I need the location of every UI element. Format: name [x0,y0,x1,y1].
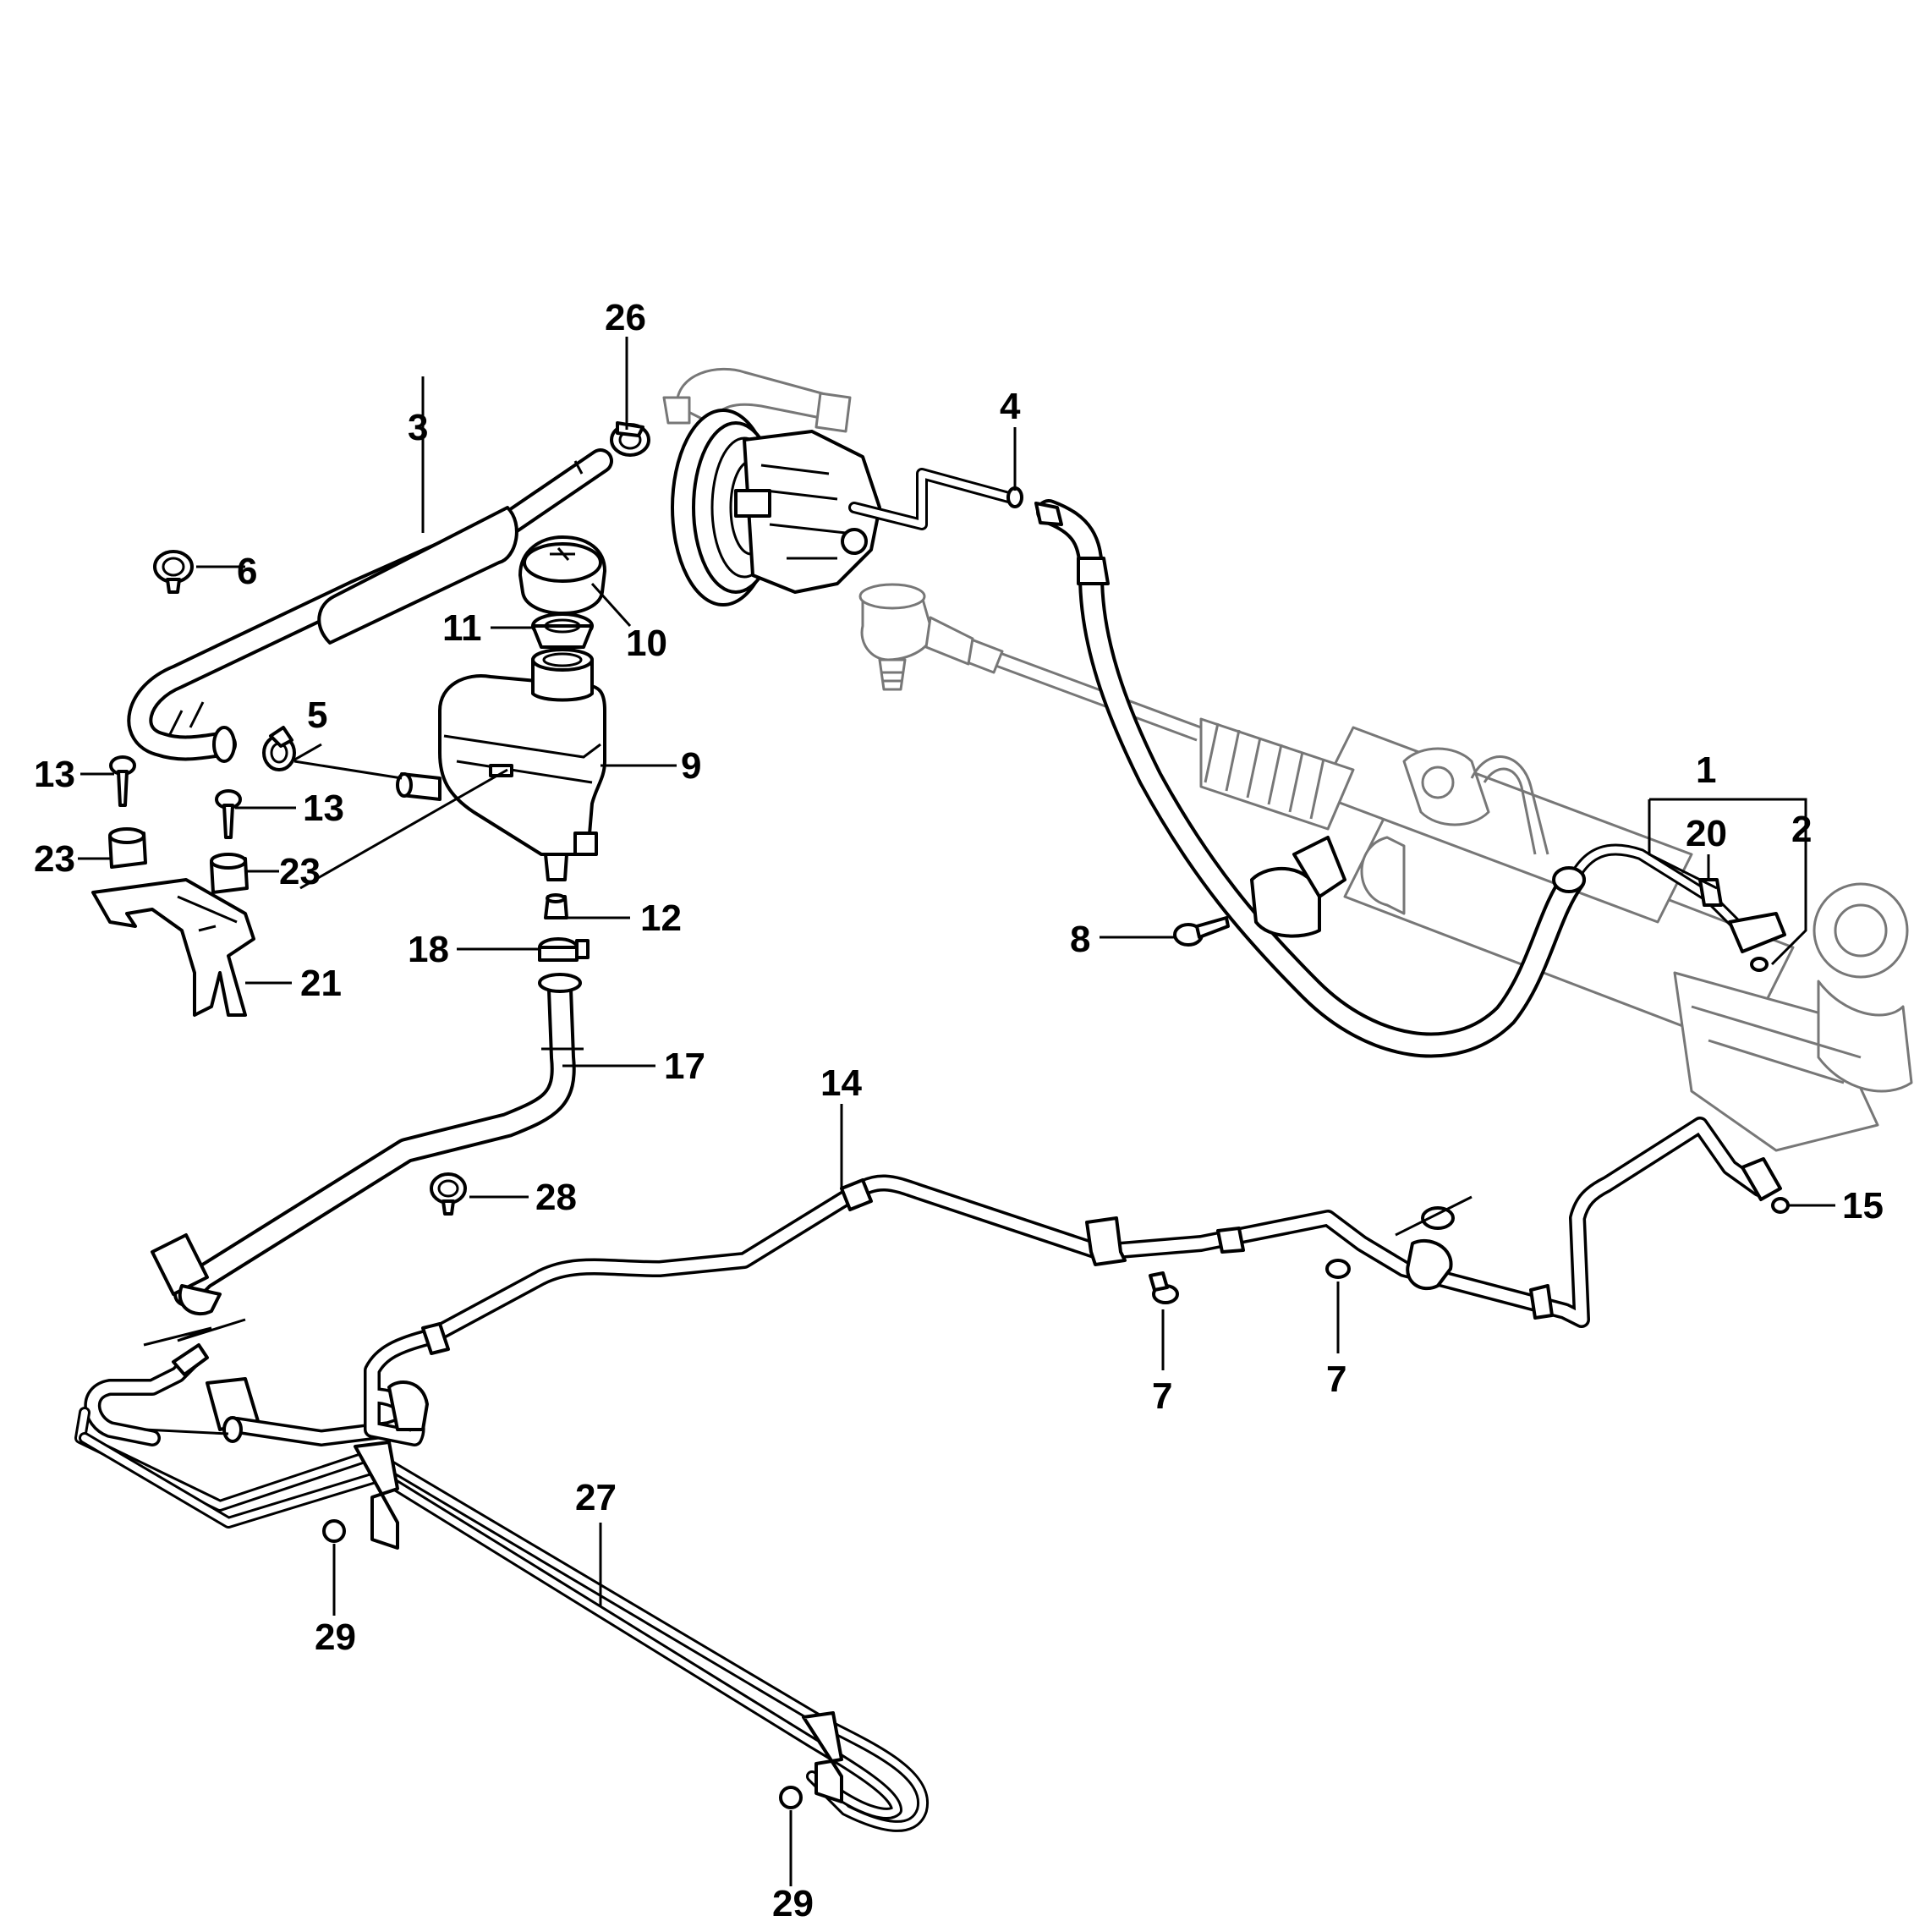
callout-13a: 13 [34,754,75,795]
callout-10: 10 [626,623,667,664]
clamp-6 [153,550,194,594]
rack-boot [1199,717,1355,831]
return-hose-17 [151,973,584,1316]
callout-18: 18 [408,929,449,970]
callout-13b: 13 [303,788,344,829]
leader-lines [78,337,1835,1886]
callout-1: 1 [1696,749,1716,791]
bracket-21 [91,878,255,1017]
callout-26: 26 [605,297,646,338]
tie-rod-end [858,583,974,691]
grommet-23a [108,827,147,869]
pressure-hose [848,468,1786,1058]
supply-hose [127,448,613,763]
bolt-7a [1149,1271,1179,1304]
callout-labels: 1 2 3 4 5 6 7 7 8 9 10 11 12 13 13 14 15… [34,297,1884,1924]
callout-7a: 7 [1152,1375,1172,1417]
strainer [531,612,594,649]
break-line [143,1318,246,1347]
callout-7b: 7 [1326,1358,1346,1400]
cooler-27 [74,1407,930,1832]
grommet-23b [210,853,249,894]
callout-6: 6 [237,551,257,592]
reservoir [396,648,606,881]
callout-29b: 29 [772,1883,814,1924]
steering-rack [858,583,1913,1152]
callout-5: 5 [307,694,327,736]
fitting-12 [544,893,568,919]
callout-4: 4 [1000,386,1021,427]
tie-rod [937,628,1202,742]
hose-clamp-26 [610,421,650,457]
callout-23b: 23 [279,851,321,892]
clamp-5 [262,726,296,771]
washer-15 [1771,1197,1790,1214]
clamp-18 [538,937,590,962]
callout-23a: 23 [34,838,75,880]
callout-8: 8 [1070,919,1090,960]
callout-17: 17 [664,1046,705,1087]
callout-14: 14 [820,1062,862,1104]
fitting-4 [1006,486,1023,508]
callout-20: 20 [1686,813,1727,854]
nut-29a [322,1519,346,1543]
callout-21: 21 [300,963,342,1004]
callout-12: 12 [640,897,682,939]
power-steering-pump [662,367,923,606]
return-pipe-14 [364,1117,1782,1446]
callout-27: 27 [575,1477,617,1518]
callout-11: 11 [442,607,482,649]
reservoir-cap [518,535,606,615]
nut-29b [779,1786,803,1809]
callout-29a: 29 [315,1616,356,1658]
bolt-13b [215,789,242,839]
clamp-28 [430,1172,467,1216]
callout-9: 9 [681,745,701,787]
bolt-8 [1173,916,1230,947]
callout-28: 28 [535,1177,577,1218]
callout-15: 15 [1842,1185,1884,1227]
bolt-7b [1325,1259,1351,1279]
bolt-13a [109,755,136,807]
callout-2: 2 [1791,809,1812,850]
callout-3: 3 [408,407,428,448]
